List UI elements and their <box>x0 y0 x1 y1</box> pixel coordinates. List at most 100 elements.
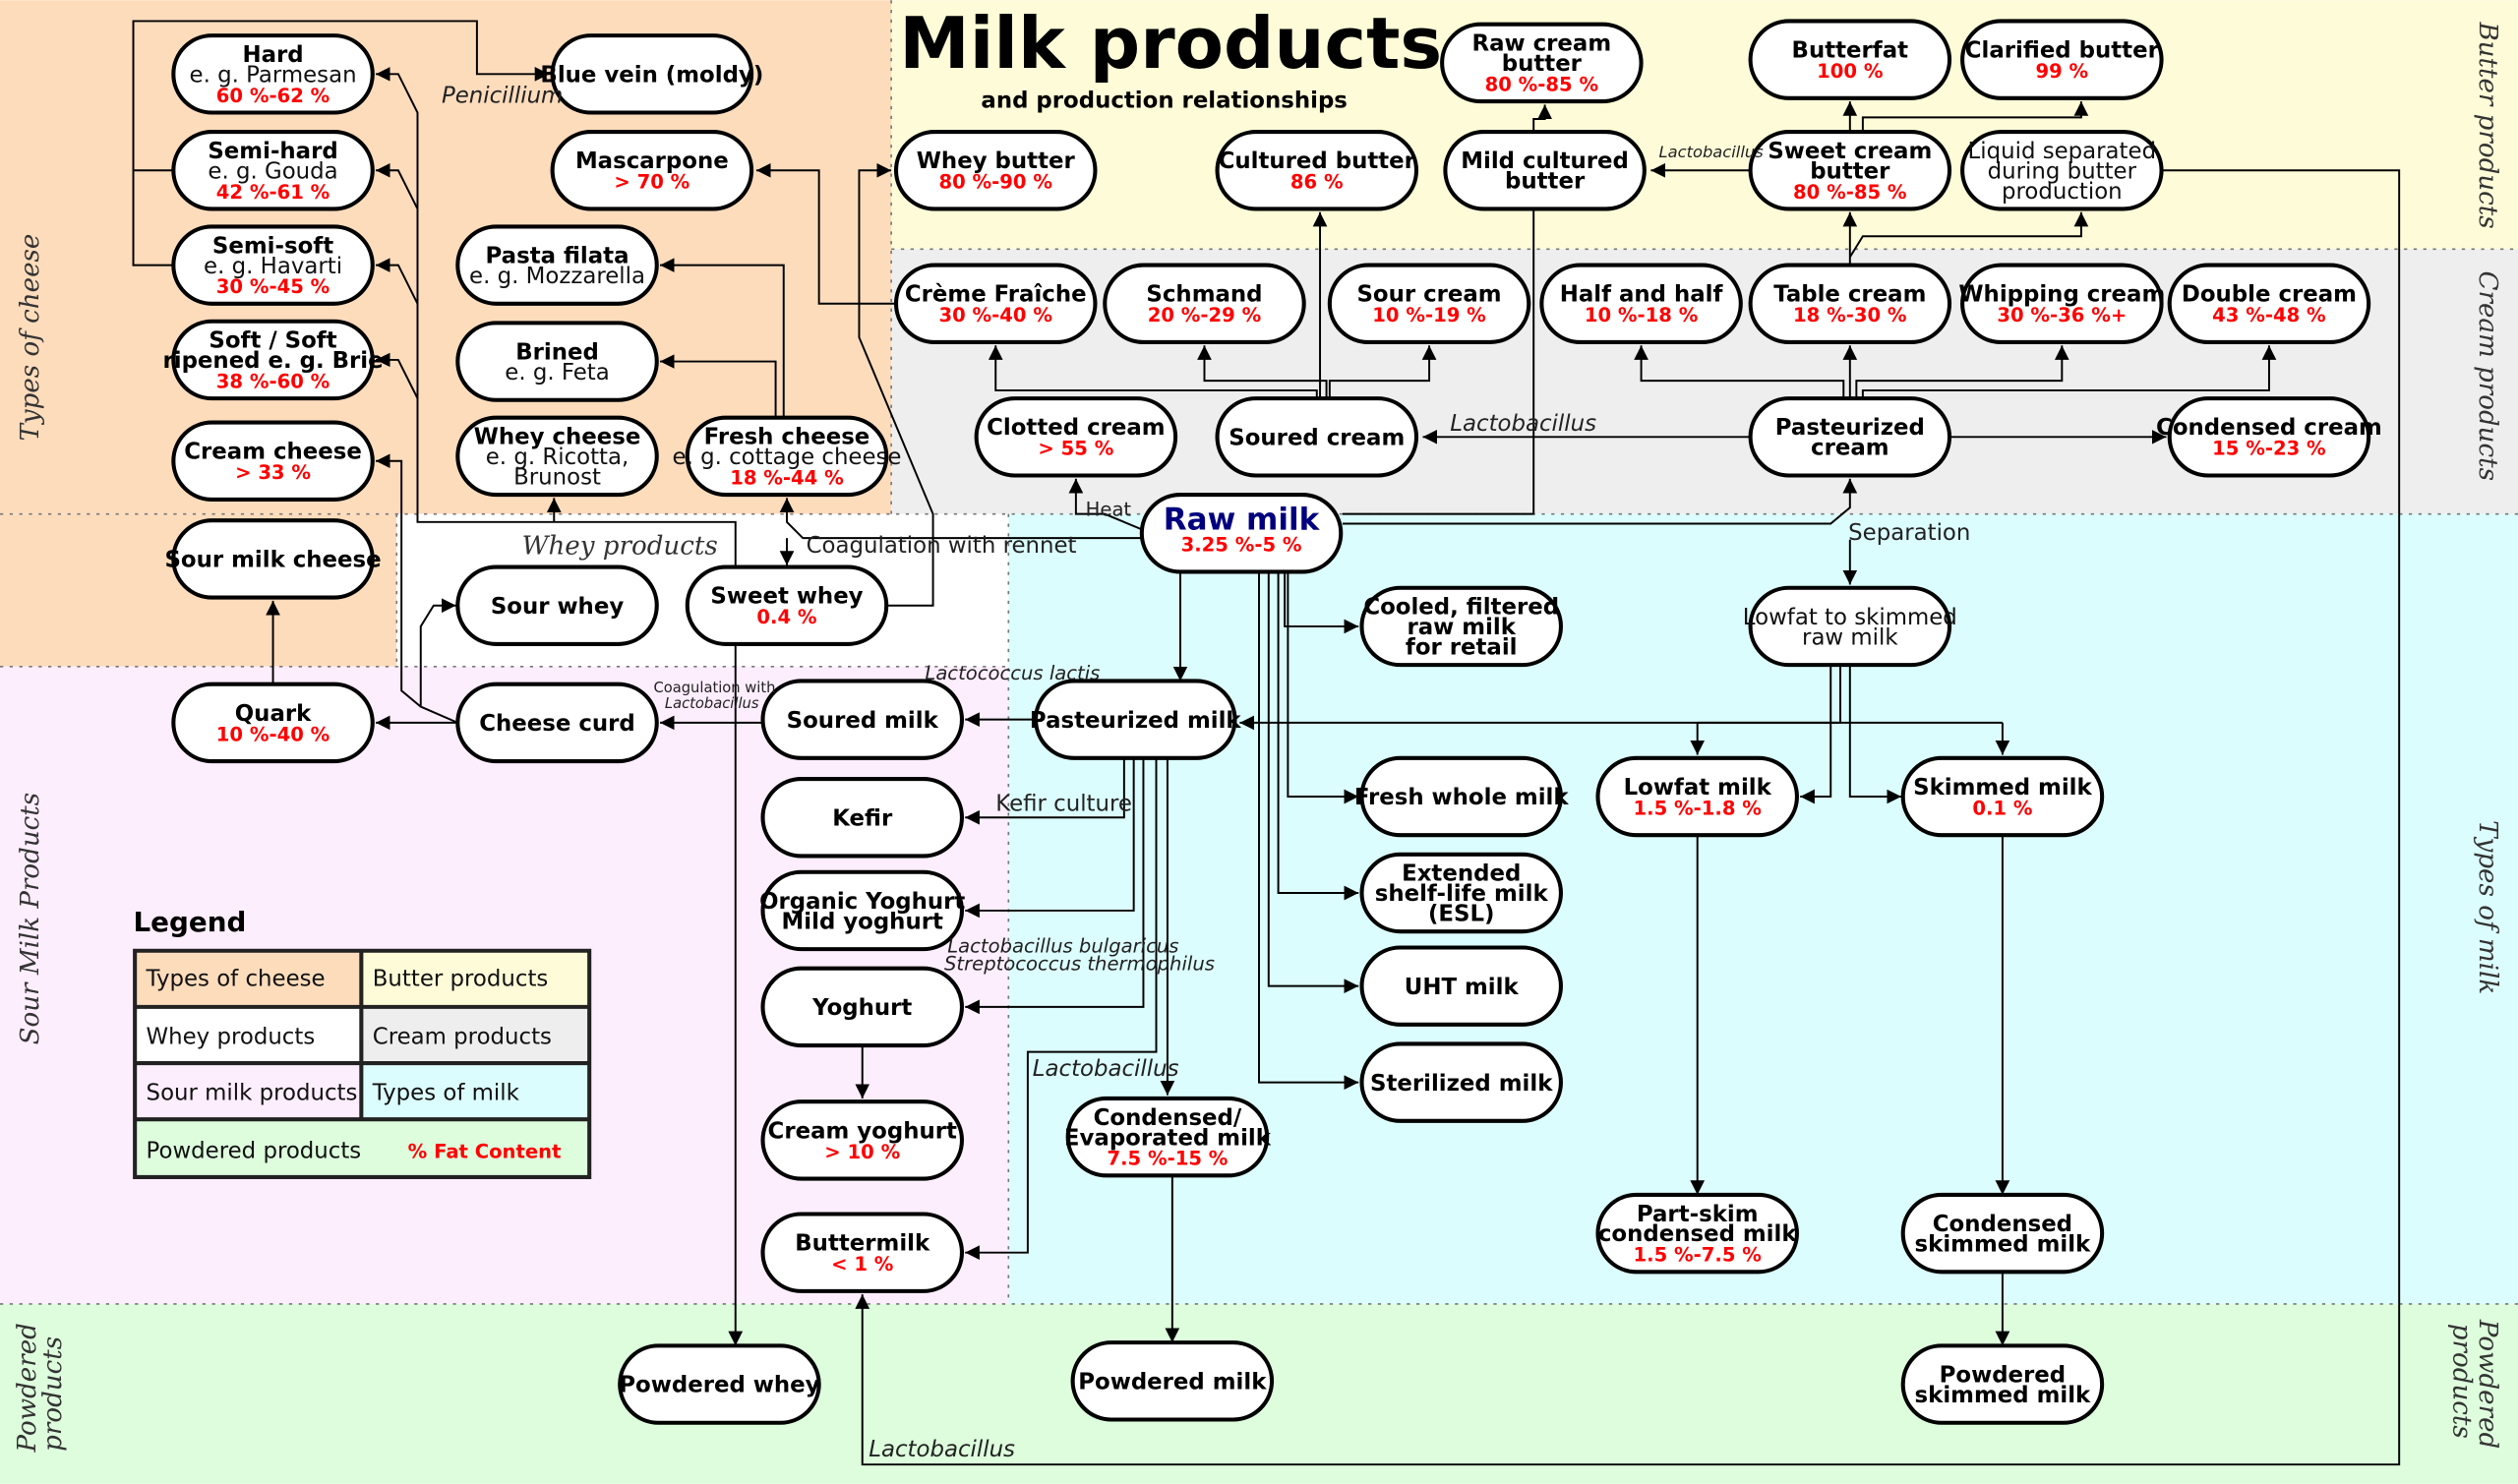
node-shape <box>455 682 659 764</box>
edge-arrow <box>132 20 550 267</box>
node-shape <box>1900 755 2105 838</box>
edge-arrow <box>855 169 2401 1466</box>
node-blue-vein: Blue vein (moldy) <box>540 33 763 115</box>
node-label: e. g. Mozzarella <box>469 264 645 289</box>
node-shape <box>1595 1192 1799 1275</box>
legend-butter: Butter products <box>373 967 549 992</box>
edge-label-lactobacillus-butter: Lactobacillus <box>1659 143 1765 161</box>
fat-content: 99 % <box>2035 60 2088 83</box>
node-label: Part-skim <box>1637 1202 1759 1227</box>
edge-label-kefir-culture: Kefir culture <box>995 792 1132 817</box>
node-label: Sweet cream <box>1768 139 1932 164</box>
node-label: Yoghurt <box>811 995 912 1021</box>
node-label: Mascarpone <box>575 148 729 174</box>
node-shape <box>1359 755 1563 838</box>
node-label: ripened e. g. Brie <box>162 348 383 374</box>
node-shape <box>1359 585 1563 668</box>
fat-content: 60 %-62 % <box>216 85 330 107</box>
edge-arrow <box>755 162 895 305</box>
edge-arrow <box>858 162 934 607</box>
node-shape <box>1748 585 1952 668</box>
node-shape <box>455 415 659 498</box>
node-label: e. g. Feta <box>505 360 610 386</box>
node-label: Schmand <box>1146 282 1262 308</box>
legend-powdered: Powdered products <box>147 1138 362 1163</box>
region-label-powdered-right-1: Powdered <box>2473 1319 2502 1449</box>
node-label: Cream yoghurt <box>768 1118 957 1144</box>
node-label: Lowfat milk <box>1624 775 1772 801</box>
node-label: Organic Yoghurt <box>759 889 965 915</box>
node-label: Soft / Soft <box>209 328 336 354</box>
node-shape <box>1440 22 1644 104</box>
fat-content: 10 %-40 % <box>216 723 330 745</box>
node-shape <box>1139 493 1344 574</box>
node-label: raw milk <box>1408 615 1517 640</box>
edges <box>132 20 2401 1466</box>
edge-arrow <box>779 498 1144 540</box>
edge-arrow <box>1068 478 1144 531</box>
node-powdered-milk: Powdered milk <box>1070 1340 1275 1422</box>
fat-content: 3.25 %-5 % <box>1181 534 1302 557</box>
fat-content: 1.5 %-1.8 % <box>1634 797 1762 819</box>
node-shape <box>455 564 659 646</box>
edge-arrow <box>1634 345 1845 399</box>
edge-arrow <box>1258 571 1359 1090</box>
node-shape <box>618 1343 821 1425</box>
fat-content: 80 %-85 % <box>1485 73 1598 95</box>
node-label: Condensed <box>1933 1212 2072 1237</box>
fat-content: 0.4 % <box>756 606 816 628</box>
node-shape <box>760 1099 965 1181</box>
legend-sour-milk: Sour milk products <box>147 1081 358 1106</box>
legend-swatch-sour-milk <box>135 1063 362 1120</box>
node-buttermilk: Buttermilk< 1 % <box>760 1212 965 1293</box>
edge-arrow <box>1848 211 2089 258</box>
node-shape <box>893 130 1098 211</box>
fat-content: 42 %-61 % <box>216 181 330 204</box>
node-shape <box>1900 1192 2105 1275</box>
node-label: Mild cultured <box>1461 148 1629 174</box>
node-label: Semi-hard <box>208 139 337 164</box>
node-label: butter <box>1502 51 1583 77</box>
legend-whey: Whey products <box>147 1024 316 1049</box>
fat-content: 38 %-60 % <box>216 371 330 393</box>
fat-content: 15 %-23 % <box>2212 438 2325 460</box>
node-label: Quark <box>235 701 312 727</box>
region-label-sour-milk: Sour Milk Products <box>16 793 45 1045</box>
node-label: raw milk <box>1802 624 1898 650</box>
fat-content: 10 %-18 % <box>1585 304 1698 326</box>
node-shape <box>1215 130 1419 211</box>
node-powdered-whey: Powdered whey <box>618 1343 821 1425</box>
node-label: Sour cream <box>1356 282 1501 308</box>
node-label: Liquid separated <box>1968 139 2157 164</box>
fat-content: 30 %-36 %+ <box>1997 304 2127 326</box>
region-label-cream: Cream products <box>2473 271 2502 481</box>
fat-content: < 1 % <box>831 1253 893 1276</box>
node-label: e. g. Ricotta, <box>486 445 630 470</box>
node-label: Powdered <box>1940 1363 2067 1389</box>
edge-label-penicillium: Penicillium <box>442 84 563 109</box>
node-label: Clarified butter <box>1965 38 2160 64</box>
node-shape <box>171 224 375 306</box>
node-label: Condensed cream <box>2156 415 2382 441</box>
node-shape <box>1327 263 1531 345</box>
node-shape <box>1748 130 1952 211</box>
node-label: skimmed milk <box>1915 1383 2091 1408</box>
node-shape <box>1539 263 1743 345</box>
node-shape <box>1065 1096 1270 1178</box>
node-label: Pasteurized milk <box>1030 708 1241 734</box>
legend-swatch-powdered <box>135 1119 590 1177</box>
node-label: Cheese curd <box>479 711 634 737</box>
